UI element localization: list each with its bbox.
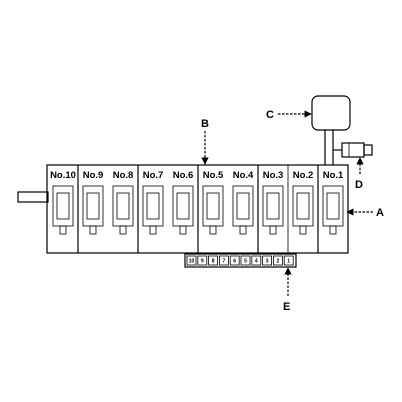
pin-label: 7 — [223, 259, 226, 265]
cell-terminal — [299, 225, 307, 235]
cell: No.1 — [322, 170, 344, 235]
cell-outer — [322, 185, 344, 227]
left-terminal — [17, 191, 49, 203]
cell-label: No.2 — [293, 170, 314, 181]
pin-label: 1 — [287, 259, 290, 265]
pin-box — [240, 255, 251, 266]
connector-pin: 1 — [283, 255, 294, 266]
cell-core — [176, 192, 190, 220]
cell-core — [116, 192, 130, 220]
cell-core — [266, 192, 280, 220]
cell: No.3 — [262, 170, 284, 235]
pin-label: 4 — [255, 259, 258, 265]
controller-box — [311, 95, 351, 131]
pin-box — [251, 255, 262, 266]
cell-outer — [292, 185, 314, 227]
pin-box — [283, 255, 294, 266]
cell-terminal — [239, 225, 247, 235]
cell: No.6 — [172, 170, 194, 235]
pin-label: 8 — [212, 259, 215, 265]
cell-outer — [142, 185, 164, 227]
cell: No.8 — [112, 170, 134, 235]
cell-outer — [262, 185, 284, 227]
cell: No.10 — [50, 170, 76, 235]
cell: No.4 — [232, 170, 254, 235]
cell-label: No.8 — [113, 170, 134, 181]
pin-label: 3 — [266, 259, 269, 265]
cell-core — [326, 192, 340, 220]
pin-box — [272, 255, 283, 266]
connector-pin: 3 — [262, 255, 273, 266]
connector-pin: 4 — [251, 255, 262, 266]
callout-b-label: B — [201, 118, 209, 130]
pin-label: 2 — [277, 259, 280, 265]
callout-e-label: E — [283, 301, 290, 313]
pin-label: 9 — [201, 259, 204, 265]
cell-outer — [172, 185, 194, 227]
connector-pin: 8 — [208, 255, 219, 266]
pin-box — [208, 255, 219, 266]
pin-box — [229, 255, 240, 266]
connector-pins: 10 9 8 7 6 5 4 3 2 1 — [186, 255, 294, 266]
callout-d-label: D — [355, 179, 363, 191]
cell-label: No.7 — [143, 170, 164, 181]
cell: No.7 — [142, 170, 164, 235]
connector-pin: 7 — [218, 255, 229, 266]
cell-terminal — [329, 225, 337, 235]
pin-label: 5 — [244, 259, 247, 265]
pin-label: 10 — [189, 259, 195, 265]
cell-label: No.10 — [50, 170, 76, 181]
cell-core — [86, 192, 100, 220]
cell: No.5 — [202, 170, 224, 235]
cell-outer — [82, 185, 104, 227]
cell-terminal — [149, 225, 157, 235]
connector-pin: 2 — [272, 255, 283, 266]
cell-outer — [112, 185, 134, 227]
cell-label: No.4 — [233, 170, 254, 181]
cell-outer — [202, 185, 224, 227]
cell-terminal — [179, 225, 187, 235]
connector-pin: 6 — [229, 255, 240, 266]
cell-terminal — [119, 225, 127, 235]
connector-strip — [184, 253, 297, 268]
cell-core — [236, 192, 250, 220]
callout-c-label: C — [266, 109, 274, 121]
pin-box — [186, 255, 197, 266]
connector-pin: 5 — [240, 255, 251, 266]
connector-pin: 9 — [197, 255, 208, 266]
group-dividers — [77, 165, 319, 253]
callout-a-label: A — [376, 207, 384, 219]
connector-pin: 10 — [186, 255, 197, 266]
cell-group: No.10 No.9 No.8 No.7 No.6 No.5 No.4 No.3 No.2 No.… — [50, 170, 344, 235]
cell-terminal — [89, 225, 97, 235]
cell-terminal — [59, 225, 67, 235]
cell-terminal — [269, 225, 277, 235]
cell-label: No.1 — [323, 170, 344, 181]
cell: No.2 — [292, 170, 314, 235]
cell-core — [56, 192, 70, 220]
cell-outer — [232, 185, 254, 227]
cell-core — [206, 192, 220, 220]
cell-outer — [52, 185, 74, 227]
cell-label: No.5 — [203, 170, 224, 181]
cell-terminal — [209, 225, 217, 235]
pin-box — [197, 255, 208, 266]
pin-label: 6 — [233, 259, 236, 265]
cell: No.9 — [82, 170, 104, 235]
cell-core — [146, 192, 160, 220]
cell-core — [296, 192, 310, 220]
cell-label: No.3 — [263, 170, 284, 181]
cell-label: No.9 — [83, 170, 104, 181]
cell-label: No.6 — [173, 170, 194, 181]
pin-box — [218, 255, 229, 266]
sensor-unit — [333, 142, 373, 158]
pin-box — [262, 255, 273, 266]
controller-wires — [324, 130, 334, 165]
